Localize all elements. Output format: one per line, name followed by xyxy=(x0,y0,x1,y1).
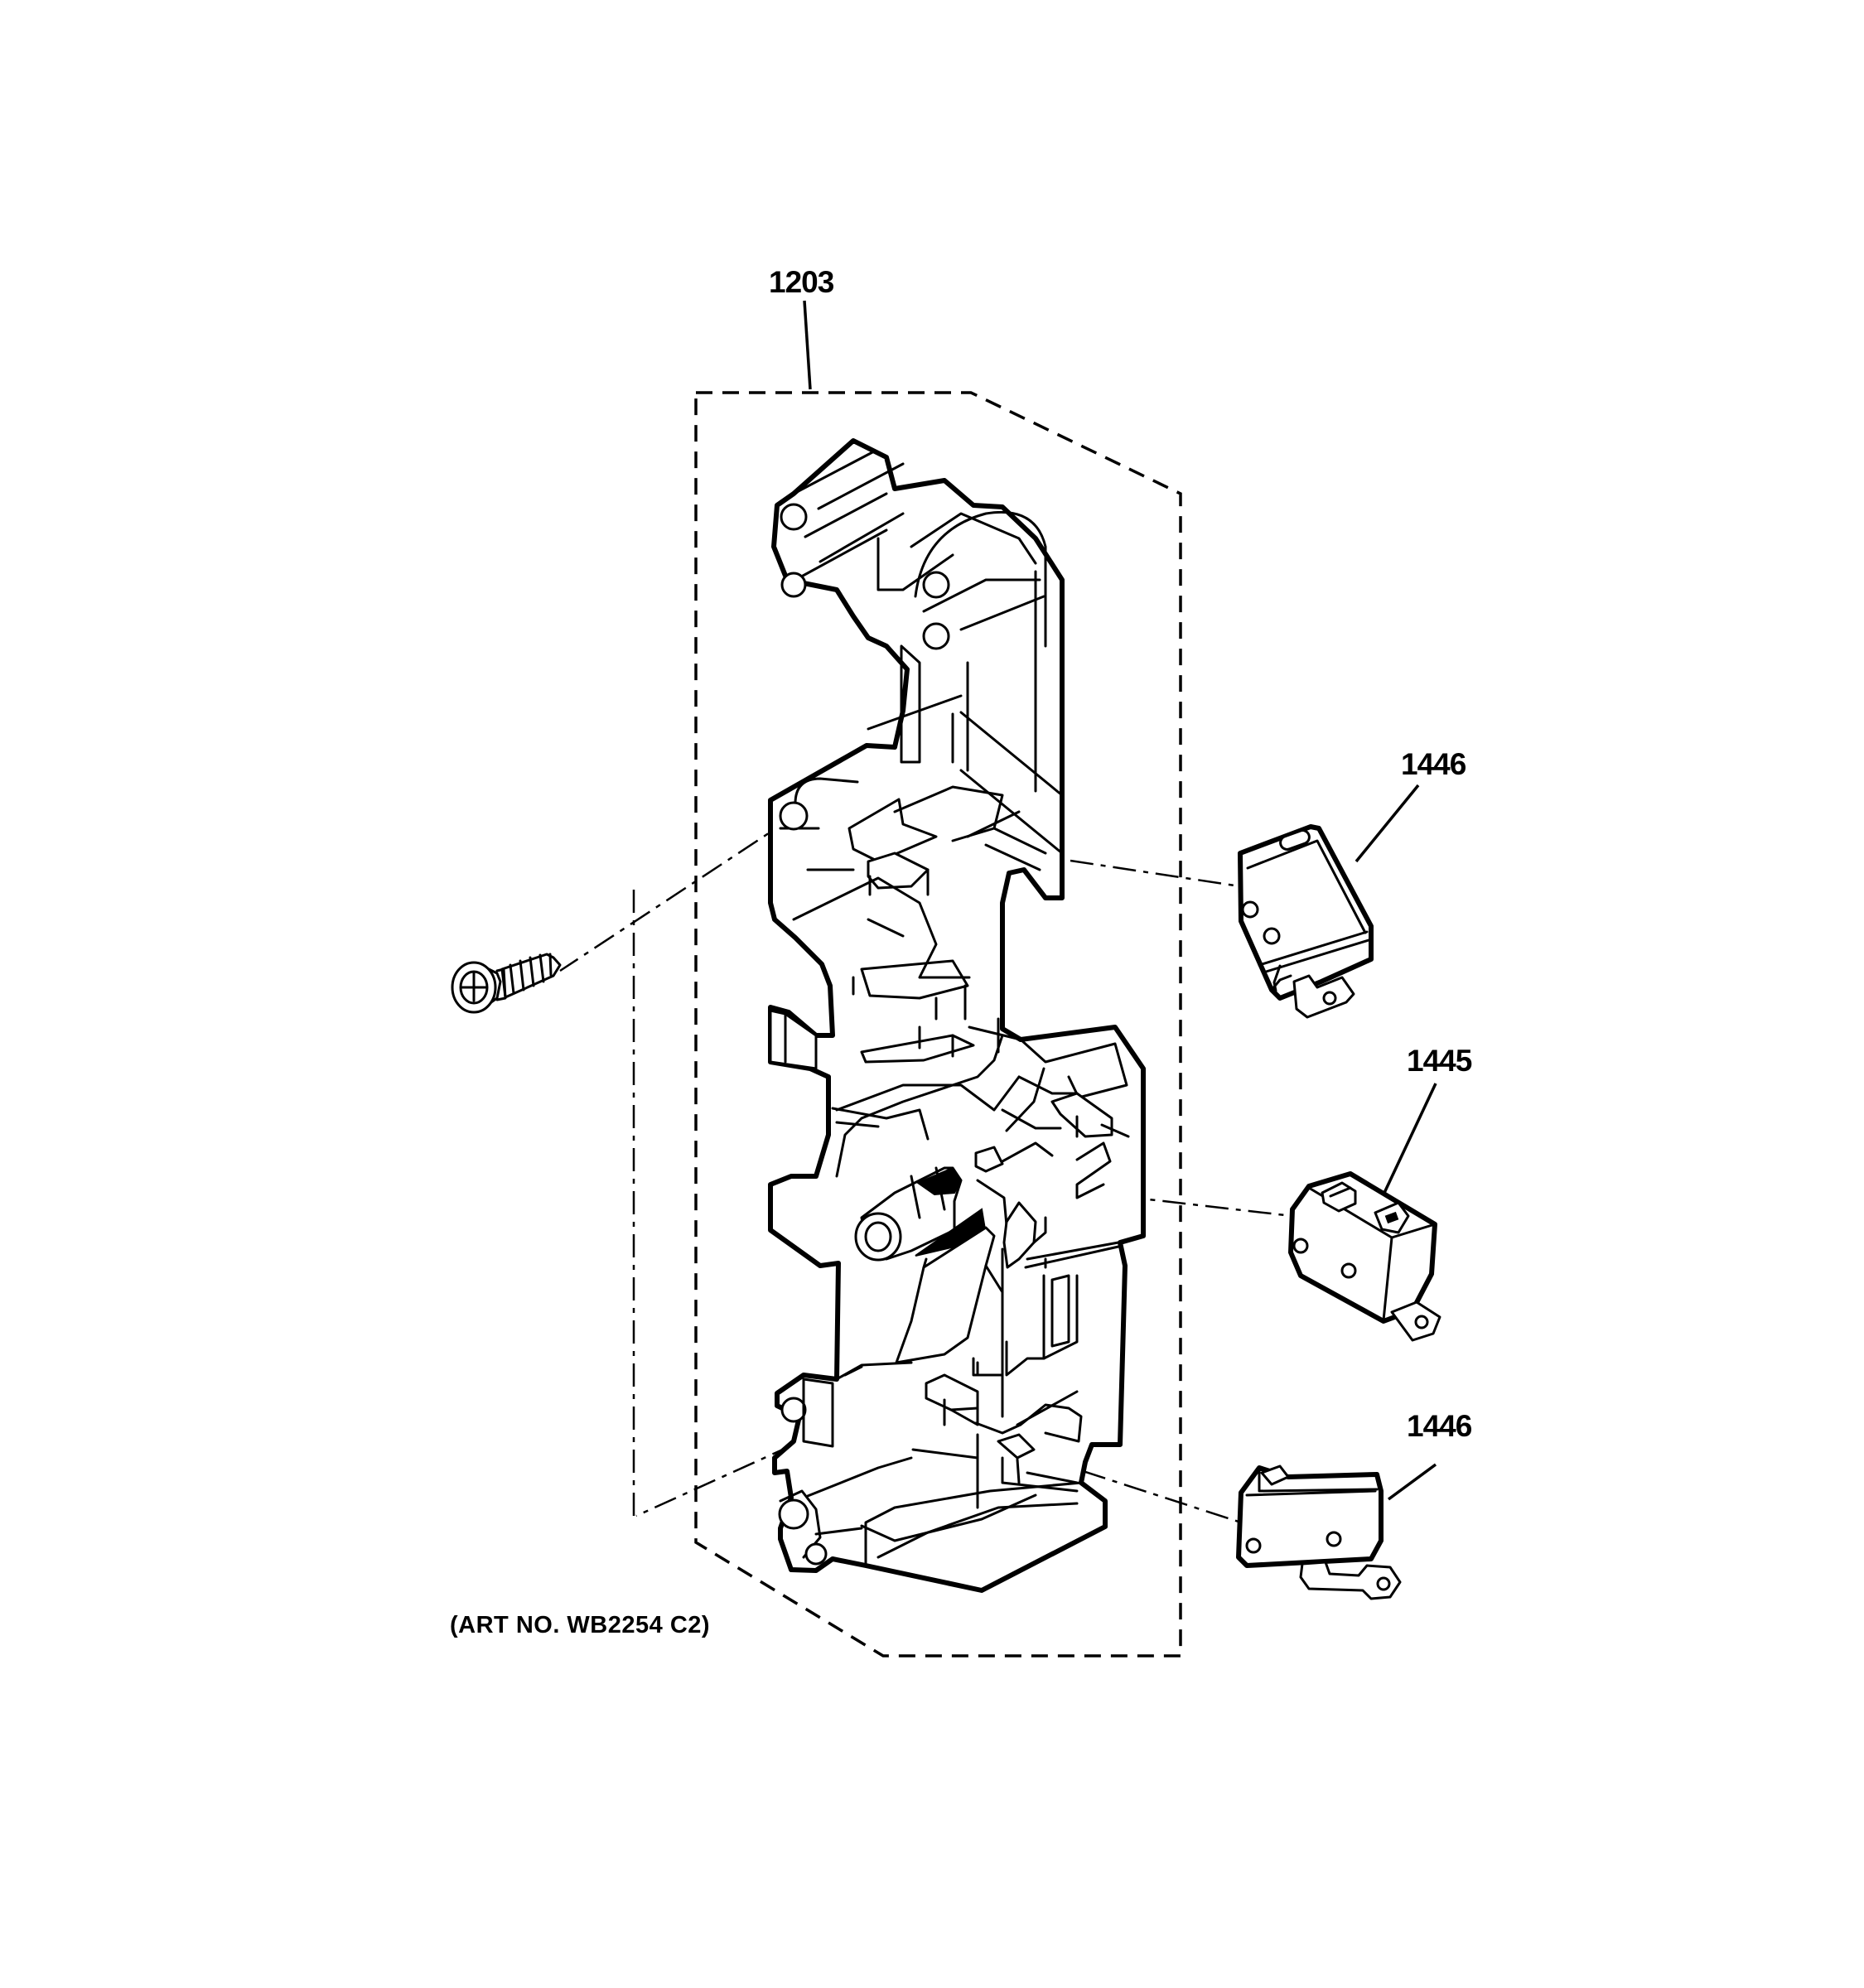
art-number: (ART NO. WB2254 C2) xyxy=(450,1612,711,1638)
micro-switch-upper xyxy=(1238,824,1374,1019)
assembly-boundary xyxy=(694,391,1182,1657)
callout-1446-lower: 1446 xyxy=(1407,1409,1472,1443)
switch-bracket xyxy=(768,438,1146,1593)
micro-switch-lower xyxy=(1236,1464,1402,1600)
callout-1203: 1203 xyxy=(769,265,834,299)
callout-1446-upper: 1446 xyxy=(1401,747,1466,781)
micro-switch-middle xyxy=(1288,1171,1441,1342)
leader-lines xyxy=(803,300,1437,1501)
screw xyxy=(451,953,562,1014)
callout-1445: 1445 xyxy=(1407,1044,1472,1078)
